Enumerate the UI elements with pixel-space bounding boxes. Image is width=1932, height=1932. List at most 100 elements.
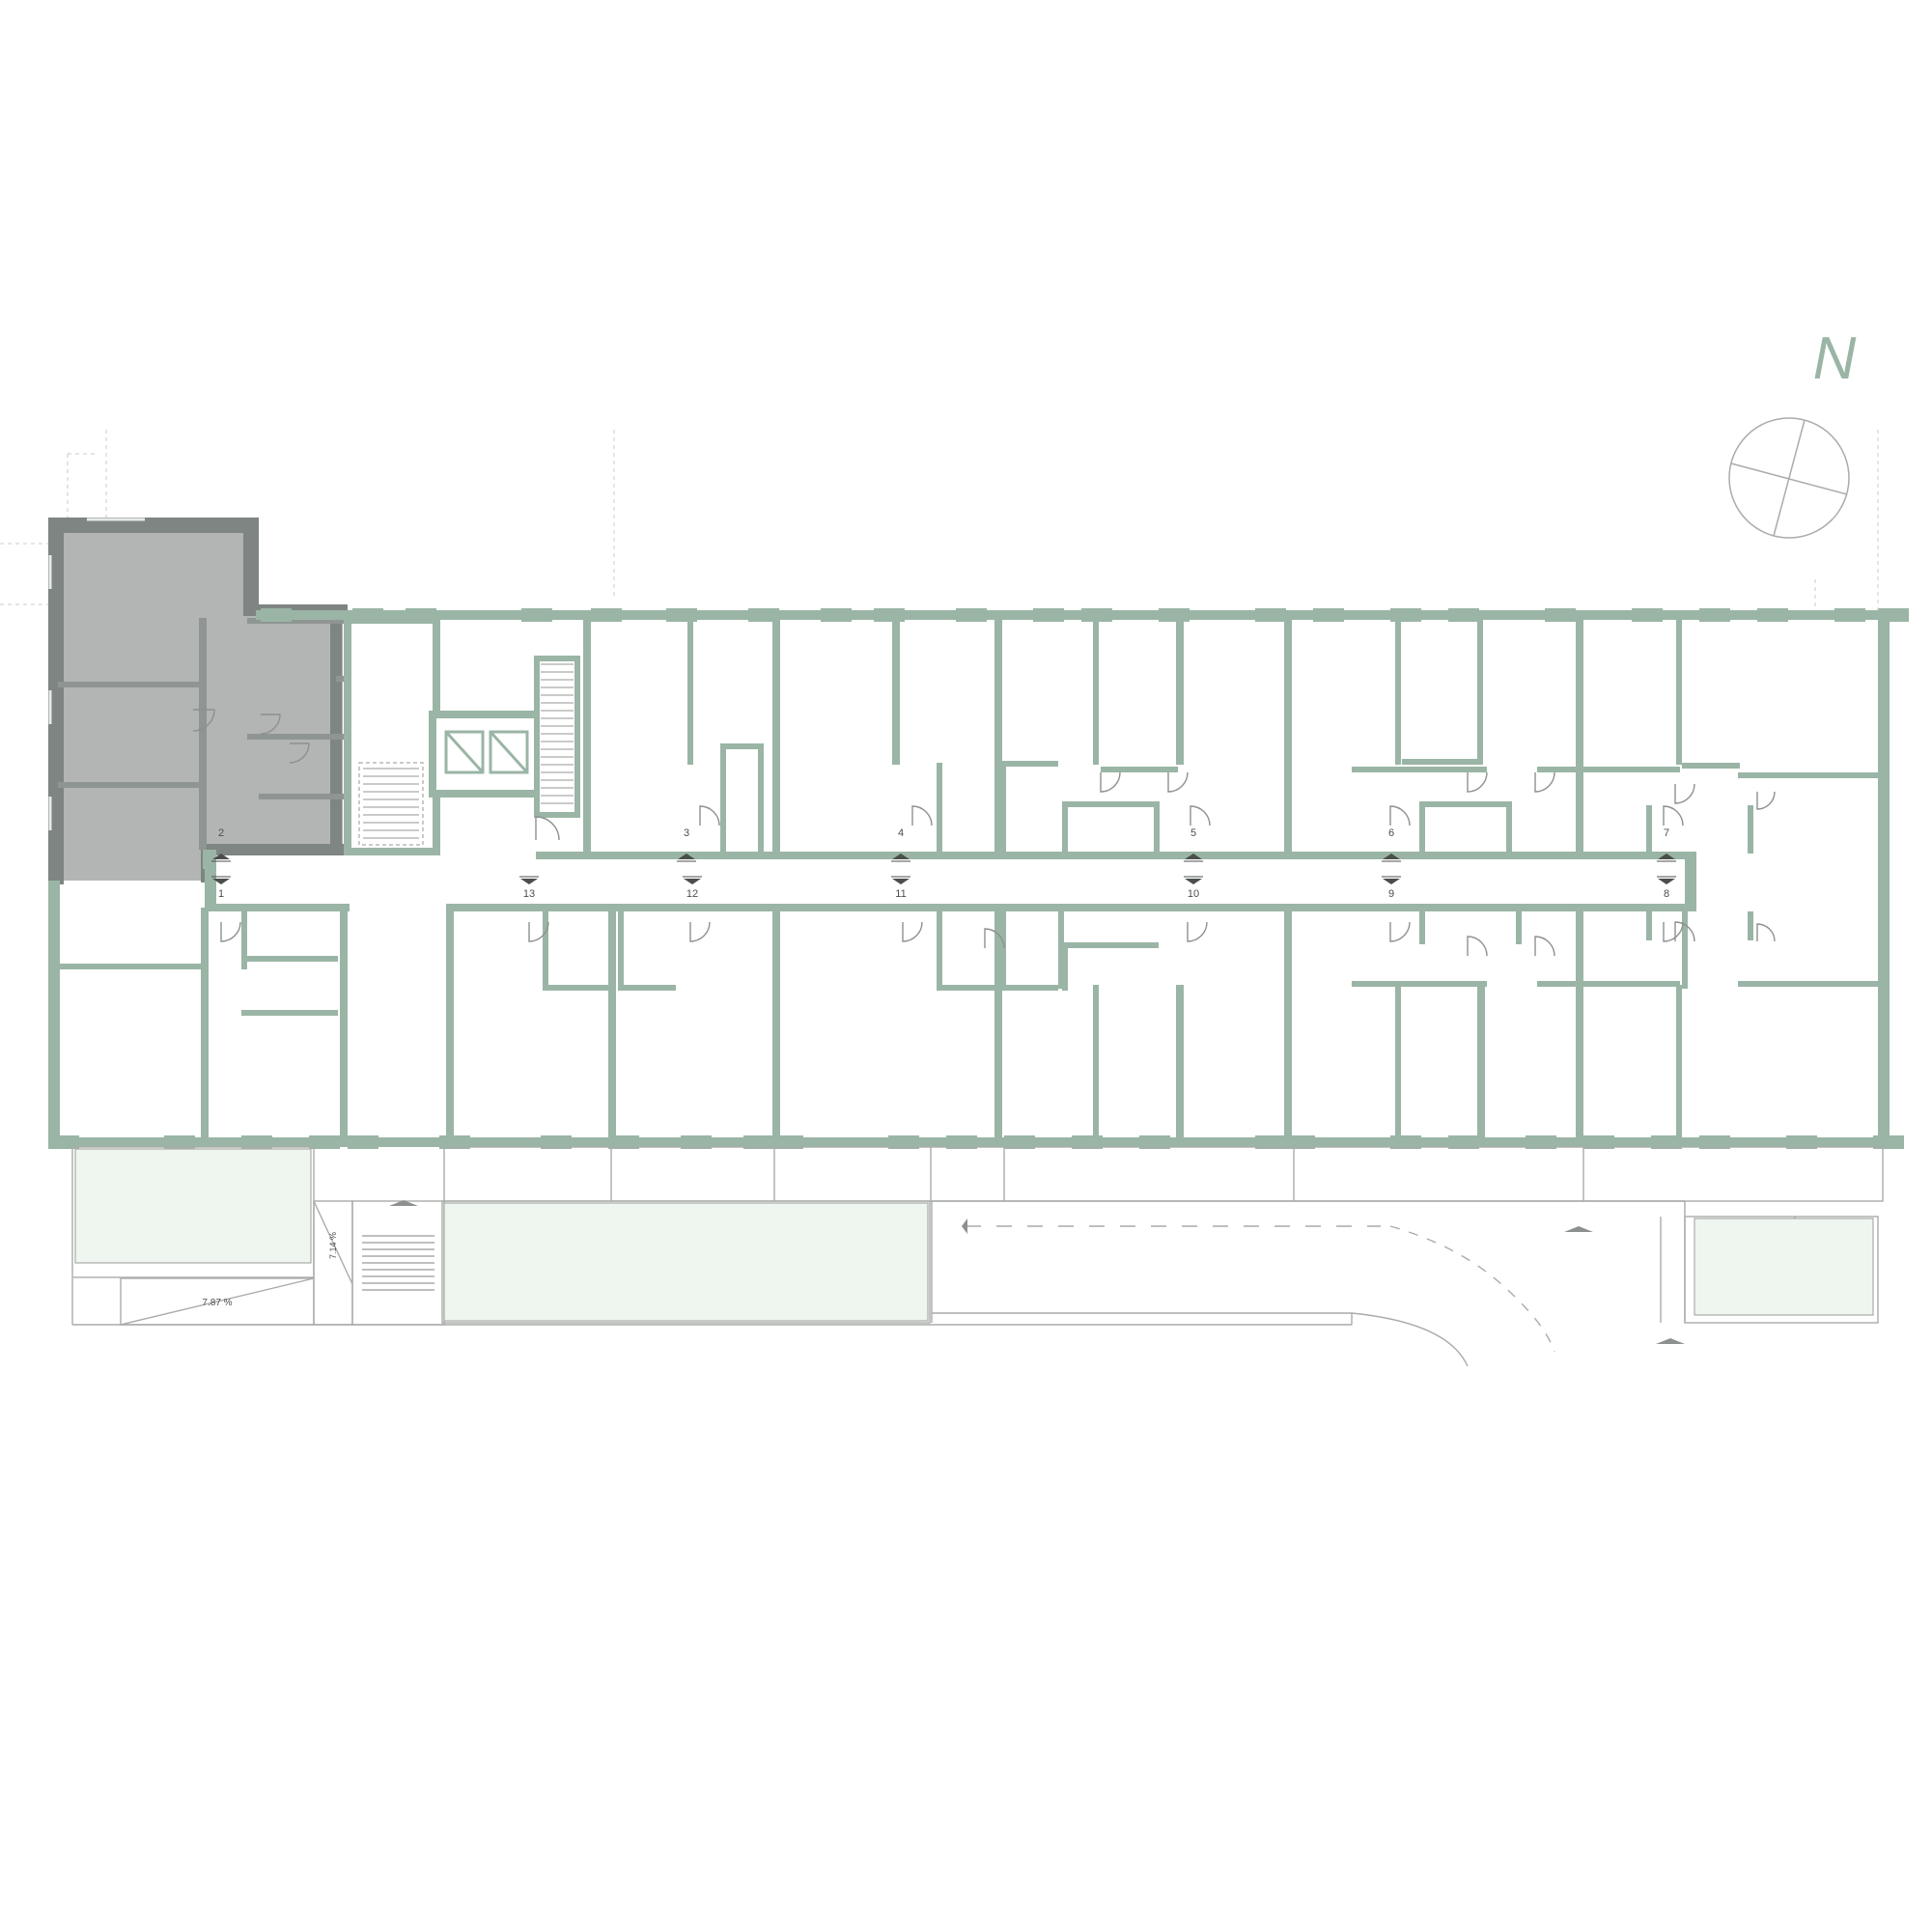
north-compass: N — [1728, 325, 1857, 539]
facade-pier — [1834, 608, 1865, 622]
apartment-number-9[interactable]: 9 — [1388, 888, 1394, 900]
door-swing — [911, 805, 933, 826]
ramp-labels: 7.87 % 7.14 % — [202, 1232, 338, 1308]
entrance-marker — [1383, 879, 1400, 884]
facade-pier — [241, 1135, 272, 1149]
facade-pier — [1033, 608, 1064, 622]
north-partitions — [583, 620, 1883, 854]
apartment-number-7[interactable]: 7 — [1664, 827, 1669, 839]
apartment-number-11[interactable]: 11 — [895, 888, 906, 900]
apartment-number-1[interactable]: 1 — [218, 888, 224, 900]
entrance-marker — [212, 854, 230, 859]
west-block-walls — [60, 908, 348, 1144]
facade-pier — [1545, 608, 1576, 622]
facade-pier — [608, 1135, 639, 1149]
door-swing — [1663, 921, 1684, 942]
facade-pier — [439, 1135, 470, 1149]
door-swing — [689, 921, 711, 942]
door-swing — [1756, 923, 1776, 942]
facade-pier — [1873, 1135, 1904, 1149]
facade-pier — [348, 1135, 378, 1149]
entrance-marker — [1383, 854, 1400, 859]
direction-arrows — [389, 1200, 1685, 1344]
facade-pier — [743, 1135, 774, 1149]
stair-core — [344, 616, 580, 855]
entrance-marker — [1658, 879, 1675, 884]
entrance-marker — [1185, 879, 1202, 884]
door-swing — [260, 714, 281, 735]
garden-fills — [74, 1148, 1874, 1322]
facade-pier — [946, 1135, 977, 1149]
door-swing — [1467, 936, 1488, 957]
facade-pier — [164, 1135, 195, 1149]
facade-pier — [1081, 608, 1112, 622]
apartment-numbers: 1 2 3 4 5 6 7 8 9 10 11 12 13 — [218, 827, 1669, 900]
facade-pier — [1448, 608, 1479, 622]
facade-pier — [1004, 1135, 1035, 1149]
facade-pier — [821, 608, 852, 622]
door-swing — [699, 805, 720, 826]
facade-pier — [541, 1135, 572, 1149]
facade-pier — [1072, 1135, 1103, 1149]
apartment-number-5[interactable]: 5 — [1190, 827, 1196, 839]
north-label: N — [1813, 325, 1857, 392]
door-swing — [1187, 921, 1208, 942]
facade-pier — [521, 608, 552, 622]
entrance-marker — [892, 854, 910, 859]
door-swing — [1534, 771, 1555, 793]
facade-pier — [1699, 608, 1730, 622]
door-swing — [1389, 805, 1411, 826]
door-swing — [1467, 771, 1488, 793]
apartment-number-13[interactable]: 13 — [523, 888, 535, 900]
facade-pier — [1390, 608, 1421, 622]
facade-pier — [1878, 608, 1909, 622]
apartment-number-8[interactable]: 8 — [1664, 888, 1669, 900]
site-guides — [0, 430, 1879, 610]
facade-pier — [261, 608, 292, 622]
ramp-slope-label-east: 7.14 % — [328, 1232, 338, 1259]
facade-pier — [1390, 1135, 1421, 1149]
entrance-marker — [212, 879, 230, 884]
facade-pier — [1632, 608, 1663, 622]
doors — [192, 709, 1776, 957]
apartment-number-12[interactable]: 12 — [686, 888, 698, 900]
facade-pier — [1786, 1135, 1817, 1149]
door-swing — [1100, 771, 1121, 793]
south-partitions — [446, 911, 1883, 1137]
facade-pier — [1583, 1135, 1614, 1149]
entrance-marker — [520, 879, 538, 884]
north-facade-piers — [261, 608, 1909, 622]
ramp-slope-label-west: 7.87 % — [202, 1298, 232, 1308]
door-swing — [289, 742, 310, 764]
apartment-number-4[interactable]: 4 — [898, 827, 904, 839]
door-swing — [1389, 921, 1411, 942]
south-facade-piers — [48, 1135, 1904, 1149]
door-swing — [1756, 791, 1776, 810]
facade-pier — [1255, 608, 1286, 622]
facade-pier — [1526, 1135, 1556, 1149]
door-swing — [192, 709, 215, 732]
facade-pier — [1699, 1135, 1730, 1149]
apartment-number-10[interactable]: 10 — [1188, 888, 1199, 900]
apartment-number-2[interactable]: 2 — [218, 827, 224, 839]
facade-pier — [1159, 608, 1190, 622]
facade-pier — [1313, 608, 1344, 622]
door-swing — [1663, 805, 1684, 826]
door-swing — [1534, 936, 1555, 957]
door-swing — [984, 928, 1005, 949]
entrance-marker — [684, 879, 701, 884]
door-swing — [220, 921, 241, 942]
door-swing — [1674, 783, 1695, 804]
apartment-number-3[interactable]: 3 — [684, 827, 689, 839]
facade-pier — [888, 1135, 919, 1149]
facade-pier — [1255, 1135, 1286, 1149]
door-swing — [1190, 805, 1211, 826]
facade-pier — [1757, 608, 1788, 622]
facade-pier — [1448, 1135, 1479, 1149]
facade-pier — [48, 1135, 79, 1149]
apartment-number-6[interactable]: 6 — [1388, 827, 1394, 839]
apartment-entrances — [211, 854, 1676, 884]
facade-pier — [748, 608, 779, 622]
facade-pier — [591, 608, 622, 622]
